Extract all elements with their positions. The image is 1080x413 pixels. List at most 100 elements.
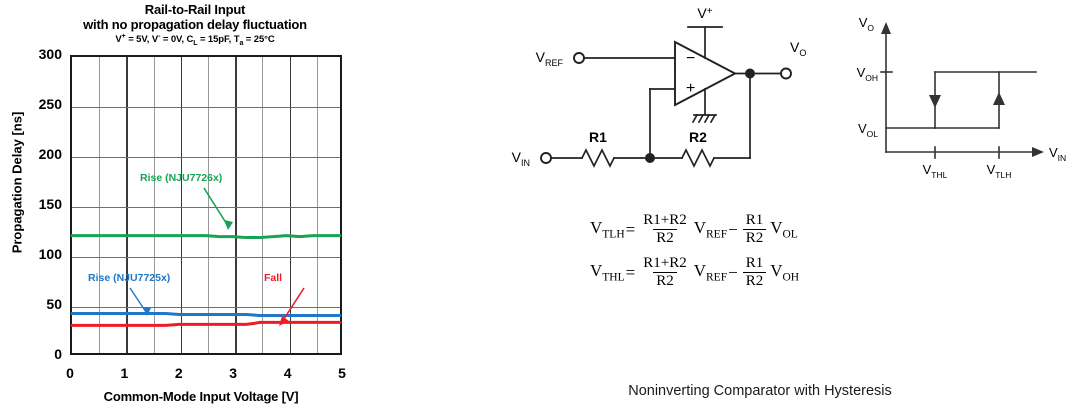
formula-block: VTLH = R1+R2 R2 VREF − R1 R2 VOL VTHL = … bbox=[590, 212, 920, 298]
subtitle-vplus-val: = 5V, bbox=[125, 34, 152, 46]
opamp-noninverting-input-label: + bbox=[686, 80, 695, 97]
gridline-vertical bbox=[289, 57, 291, 353]
gridline-horizontal bbox=[72, 157, 340, 158]
formula-vtlh-lhs: VTLH bbox=[590, 218, 625, 241]
gridline-vertical bbox=[235, 57, 237, 353]
gridline-vertical bbox=[180, 57, 183, 353]
gridline-vertical bbox=[99, 57, 101, 353]
x-axis-arrow-icon bbox=[1032, 147, 1044, 157]
hyst-label-vtlh: VTLH bbox=[987, 162, 1012, 180]
formula-vthl-vref: VREF bbox=[693, 261, 728, 284]
x-tick-label: 0 bbox=[66, 365, 74, 381]
hyst-label-vin: VIN bbox=[1049, 145, 1066, 163]
comparator-figure: VREF VIN VO V+ R1 R2 − + bbox=[400, 0, 1080, 413]
gridline-horizontal bbox=[72, 107, 340, 108]
subtitle-ta: T bbox=[233, 34, 240, 46]
feedback-junction-dot bbox=[645, 153, 655, 163]
propagation-delay-chart: Rail-to-Rail Input with no propagation d… bbox=[0, 0, 400, 413]
x-axis-title: Common-Mode Input Voltage [V] bbox=[103, 389, 299, 404]
subtitle-cl: C bbox=[186, 34, 194, 46]
formula-vtlh: VTLH = R1+R2 R2 VREF − R1 R2 VOL bbox=[590, 212, 920, 247]
chart-title-line2: with no propagation delay fluctuation bbox=[83, 17, 307, 32]
y-tick-label: 100 bbox=[38, 246, 62, 262]
series-line bbox=[72, 314, 340, 316]
label-vref: VREF bbox=[536, 49, 564, 68]
formula-vtlh-equals: = bbox=[625, 219, 636, 239]
label-r1: R1 bbox=[589, 129, 607, 145]
hyst-label-vthl: VTHL bbox=[923, 162, 948, 180]
formula-vthl: VTHL = R1+R2 R2 VREF − R1 R2 VOH bbox=[590, 255, 920, 290]
hyst-label-vo: VO bbox=[859, 15, 875, 33]
gridline-horizontal bbox=[72, 207, 340, 208]
series-line bbox=[72, 322, 340, 325]
label-vplus: V+ bbox=[697, 5, 712, 21]
subtitle-vminus-sup: - bbox=[158, 33, 161, 40]
subtitle-cl-sub: L bbox=[193, 40, 198, 48]
chart-title: Rail-to-Rail Input with no propagation d… bbox=[30, 2, 360, 32]
subtitle-ta-val: = 25°C bbox=[243, 34, 275, 46]
gridline-vertical bbox=[153, 57, 155, 353]
subtitle-cl-val: = 15pF, bbox=[197, 34, 234, 46]
y-tick-label: 50 bbox=[46, 296, 62, 312]
formula-vtlh-vol: VOL bbox=[770, 218, 798, 241]
x-tick-label: 5 bbox=[338, 365, 346, 381]
subtitle-vminus: V bbox=[151, 34, 159, 46]
formula-vtlh-frac2: R1 R2 bbox=[742, 212, 767, 247]
down-transition-arrow-icon bbox=[929, 95, 941, 108]
formula-vthl-lhs: VTHL bbox=[590, 261, 625, 284]
formula-vtlh-vref: VREF bbox=[693, 218, 728, 241]
annotation-arrow-blue bbox=[129, 287, 151, 316]
formula-vthl-voh: VOH bbox=[770, 261, 800, 284]
gridline-horizontal bbox=[72, 257, 340, 258]
label-r2: R2 bbox=[689, 129, 707, 145]
y-axis-arrow-icon bbox=[881, 22, 891, 34]
label-vin: VIN bbox=[512, 149, 530, 168]
chart-subtitle: V+ = 5V, V- = 0V, CL = 15pF, Ta = 25°C bbox=[30, 33, 360, 47]
x-tick-label: 1 bbox=[120, 365, 129, 381]
vin-terminal bbox=[540, 152, 552, 164]
x-tick-label: 2 bbox=[174, 365, 183, 381]
formula-vthl-frac2: R1 R2 bbox=[742, 255, 767, 290]
annotation-arrow-red bbox=[279, 287, 305, 326]
chart-title-line1: Rail-to-Rail Input bbox=[144, 2, 246, 17]
y-tick-label: 300 bbox=[38, 46, 62, 62]
subtitle-vplus: V bbox=[115, 34, 122, 46]
figure-caption: Noninverting Comparator with Hysteresis bbox=[628, 383, 892, 399]
hyst-label-vol: VOL bbox=[858, 121, 878, 139]
x-tick-label: 3 bbox=[229, 365, 238, 381]
hyst-label-voh: VOH bbox=[857, 65, 878, 83]
annotation-rise-nju7726x: Rise (NJU7726x) bbox=[140, 172, 223, 184]
y-tick-label: 200 bbox=[38, 146, 62, 162]
circuit-schematic: VREF VIN VO V+ R1 R2 − + bbox=[512, 5, 807, 168]
gridline-horizontal bbox=[72, 307, 340, 308]
gridline-vertical bbox=[208, 57, 209, 353]
annotation-rise-nju7725x: Rise (NJU7725x) bbox=[88, 272, 171, 284]
output-junction-dot bbox=[745, 68, 755, 79]
y-tick-label: 0 bbox=[54, 346, 62, 362]
formula-vthl-equals: = bbox=[625, 262, 636, 282]
subtitle-vplus-sup: + bbox=[121, 33, 126, 40]
formula-vthl-frac1: R1+R2 R2 bbox=[643, 255, 687, 289]
up-transition-arrow-icon bbox=[993, 92, 1005, 105]
formula-vtlh-frac1: R1+R2 R2 bbox=[643, 212, 687, 246]
hysteresis-transfer-curve: VO VOH VOL VTHL VTLH VIN bbox=[857, 15, 1067, 180]
series-line bbox=[72, 236, 340, 238]
gridline-vertical bbox=[262, 57, 264, 353]
gridline-vertical bbox=[316, 57, 318, 353]
y-tick-label: 250 bbox=[38, 96, 62, 112]
series-layer bbox=[72, 57, 340, 353]
annotation-arrow-green bbox=[203, 187, 233, 230]
label-vo: VO bbox=[790, 39, 806, 58]
plot-area bbox=[70, 55, 342, 355]
gridline-vertical bbox=[126, 57, 128, 353]
subtitle-ta-sub: a bbox=[239, 40, 244, 48]
annotation-fall: Fall bbox=[264, 272, 283, 284]
subtitle-vminus-val: = 0V, bbox=[160, 34, 187, 46]
formula-vthl-minus: − bbox=[728, 262, 738, 282]
formula-vtlh-minus: − bbox=[728, 219, 738, 239]
opamp-inverting-input-label: − bbox=[686, 50, 695, 67]
x-tick-label: 4 bbox=[283, 365, 292, 381]
vref-terminal bbox=[573, 52, 585, 64]
y-tick-label: 150 bbox=[38, 196, 62, 212]
vo-terminal bbox=[780, 67, 792, 80]
